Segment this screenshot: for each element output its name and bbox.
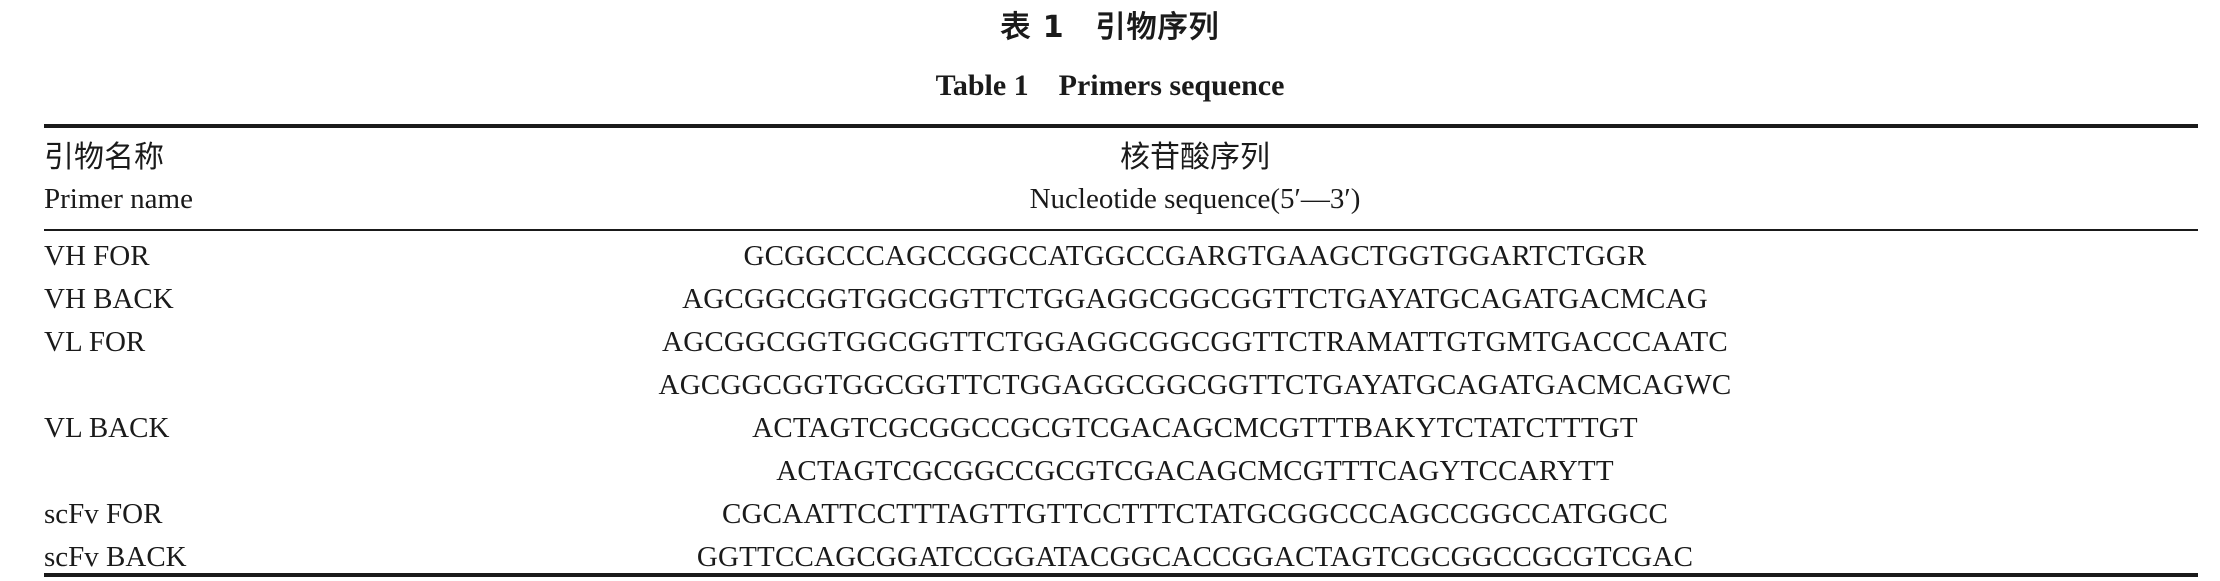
primer-sequence: ACTAGTCGCGGCCGCGTCGACAGCMCGTTTBAKYTCTATC… [752, 412, 1638, 444]
table-row: AGCGGCGGTGGCGGTTCTGGAGGCGGCGGTTCTGAYATGC… [0, 364, 2220, 407]
primer-sequence: AGCGGCGGTGGCGGTTCTGGAGGCGGCGGTTCTGAYATGC… [658, 369, 1732, 401]
primer-name: scFv FOR [44, 498, 163, 530]
primer-name: VL BACK [44, 412, 170, 444]
column-header-sequence-en: Nucleotide sequence(5′—3′) [1029, 183, 1361, 215]
table-caption-en: Table 1 Primers sequence [935, 69, 1285, 102]
primer-sequence: CGCAATTCCTTTAGTTGTTCCTTTCTATGCGGCCCAGCCG… [721, 498, 1669, 530]
column-header-primer-name-cn: 引物名称 [44, 140, 164, 175]
primer-sequence: GGTTCCAGCGGATCCGGATACGGCACCGGACTAGTCGCGG… [696, 541, 1694, 573]
top-rule [44, 124, 2198, 128]
table-row: VL BACK ACTAGTCGCGGCCGCGTCGACAGCMCGTTTBA… [0, 407, 2220, 450]
header-rule [44, 229, 2198, 231]
table-row: VH FOR GCGGCCCAGCCGGCCATGGCCGARGTGAAGCTG… [0, 235, 2220, 278]
table-row: scFv BACK GGTTCCAGCGGATCCGGATACGGCACCGGA… [0, 536, 2220, 579]
table-body: VH FOR GCGGCCCAGCCGGCCATGGCCGARGTGAAGCTG… [0, 235, 2220, 579]
primer-sequence: AGCGGCGGTGGCGGTTCTGGAGGCGGCGGTTCTGAYATGC… [682, 283, 1708, 315]
table-row: VH BACK AGCGGCGGTGGCGGTTCTGGAGGCGGCGGTTC… [0, 278, 2220, 321]
primer-sequence: GCGGCCCAGCCGGCCATGGCCGARGTGAAGCTGGTGGART… [743, 240, 1647, 272]
primer-name: VH BACK [44, 283, 174, 315]
table-row: VL FOR AGCGGCGGTGGCGGTTCTGGAGGCGGCGGTTCT… [0, 321, 2220, 364]
table-row: scFv FOR CGCAATTCCTTTAGTTGTTCCTTTCTATGCG… [0, 493, 2220, 536]
primer-name: VL FOR [44, 326, 146, 358]
primer-sequence: AGCGGCGGTGGCGGTTCTGGAGGCGGCGGTTCTRAMATTG… [662, 326, 1728, 358]
table-row: ACTAGTCGCGGCCGCGTCGACAGCMCGTTTCAGYTCCARY… [0, 450, 2220, 493]
primer-sequence: ACTAGTCGCGGCCGCGTCGACAGCMCGTTTCAGYTCCARY… [776, 455, 1614, 487]
primer-name: scFv BACK [44, 541, 187, 573]
bottom-rule [44, 573, 2198, 577]
table-caption-cn: 表 1 引物序列 [1000, 10, 1220, 45]
primer-name: VH FOR [44, 240, 150, 272]
column-header-sequence-cn: 核苷酸序列 [1120, 140, 1270, 175]
column-header-primer-name-en: Primer name [44, 183, 193, 215]
